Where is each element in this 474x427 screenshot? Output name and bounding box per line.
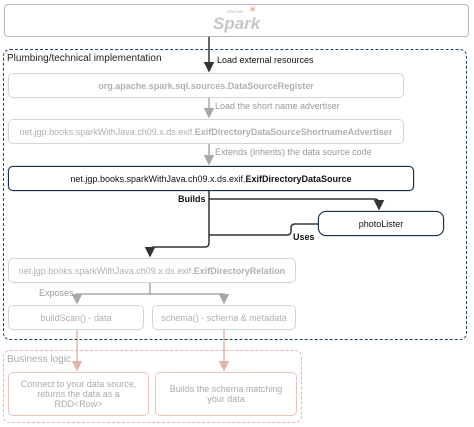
advertiser-package: net.jgp.books.sparkWithJava.ch09.x.ds.ex… <box>19 126 195 137</box>
advertiser-class: ExifDirectoryDataSourceShortnameAdvertis… <box>194 126 393 137</box>
spark-logo-apache-text: APACHE <box>227 9 244 14</box>
shortname-advertiser-box: net.jgp.books.sparkWithJava.ch09.x.ds.ex… <box>8 119 404 144</box>
datasource-register-label: org.apache.spark.sql.sources.DataSourceR… <box>98 80 314 91</box>
arrow-exposes-schema <box>150 293 230 305</box>
spark-star-icon: ✶ <box>248 4 258 16</box>
business-logic-label: Business logic <box>7 354 71 365</box>
business-logic-region <box>3 350 302 423</box>
relation-package: net.jgp.books.sparkWithJava.ch09.x.ds.ex… <box>18 265 194 276</box>
connector-label-exposes: Exposes <box>39 288 74 298</box>
spark-logo-word: Spark <box>213 14 261 33</box>
connector-label-builds: Builds <box>178 194 206 204</box>
relation-class: ExifDirectoryRelation <box>193 265 286 276</box>
plumbing-region <box>3 49 467 340</box>
schema-box: schema() - schema & metadata <box>152 305 296 330</box>
build-scan-box: buildScan() - data <box>8 305 144 330</box>
exif-relation-box: net.jgp.books.sparkWithJava.ch09.x.ds.ex… <box>8 258 296 283</box>
connector-label-load-external: Load external resources <box>217 55 314 65</box>
connector-label-extends: Extends (inherits) the data source code <box>215 147 372 157</box>
connect-datasource-box: Connect to your data source, returns the… <box>8 372 149 416</box>
spark-header-box <box>4 4 469 37</box>
connector-label-uses: Uses <box>293 232 315 242</box>
builds-schema-label: Builds the schema matching your data <box>169 384 283 404</box>
arrow-exposes-scan <box>71 283 151 305</box>
arrow-uses <box>209 223 318 236</box>
spark-logo: APACHE Spark <box>213 9 265 37</box>
exif-datasource-box: net.jgp.books.sparkWithJava.ch09.x.ds.ex… <box>8 166 414 191</box>
datasource-register-box: org.apache.spark.sql.sources.DataSourceR… <box>8 73 404 98</box>
datasource-package: net.jgp.books.sparkWithJava.ch09.x.ds.ex… <box>70 173 246 184</box>
arrow-builds-relation <box>144 191 210 258</box>
arrow-builds-photolister <box>209 198 385 211</box>
plumbing-region-label: Plumbing/technical implementation <box>7 53 162 64</box>
connector-label-load-short-name: Load the short name advertiser <box>215 101 340 111</box>
photolister-label: photoLister <box>358 218 404 229</box>
build-scan-label: buildScan() - data <box>40 312 112 323</box>
photolister-box: photoLister <box>318 211 444 236</box>
builds-schema-box: Builds the schema matching your data <box>155 372 297 416</box>
schema-label: schema() - schema & metadata <box>161 312 287 323</box>
datasource-class: ExifDirectoryDataSource <box>245 173 352 184</box>
connect-datasource-label: Connect to your data source, returns the… <box>20 379 137 409</box>
